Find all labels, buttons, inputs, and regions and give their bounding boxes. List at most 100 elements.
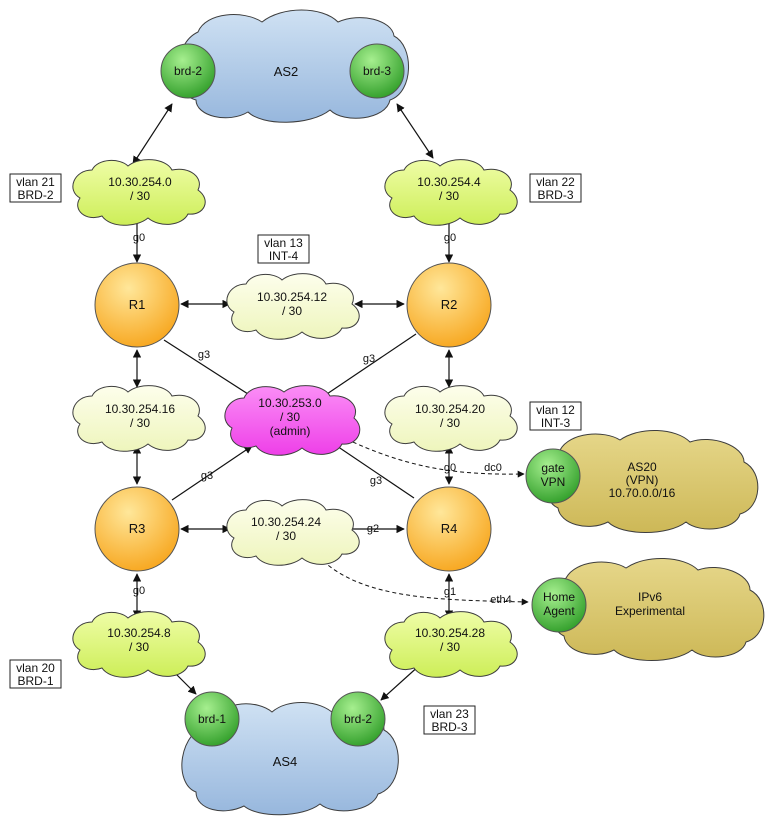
router-r4[interactable]: R4 — [406, 486, 492, 572]
interface-label-r3-g3: g3 — [201, 470, 213, 482]
vlan-box-12: vlan 12 INT-3 — [529, 401, 582, 431]
interface-label-r1-g3: g3 — [198, 349, 210, 361]
interface-label-dc0: dc0 — [484, 462, 502, 474]
vlan-name: INT-3 — [541, 416, 571, 430]
interface-label-r1-g0: g0 — [133, 232, 145, 244]
vlan-id: vlan 13 — [264, 236, 303, 250]
border-node-label: brd-3 — [363, 64, 391, 78]
interface-label-r4-g2: g2 — [367, 523, 379, 535]
vlan-box-20: vlan 20 BRD-1 — [9, 659, 62, 689]
link-brd3-top-subnet4 — [396, 103, 434, 159]
vlan-box-23: vlan 23 BRD-3 — [423, 705, 476, 735]
interface-label-r2-g0: g0 — [444, 232, 456, 244]
border-node-label: brd-2 — [174, 64, 202, 78]
vlan-id: vlan 12 — [536, 403, 575, 417]
router-r3[interactable]: R3 — [94, 486, 180, 572]
gateway-node-home-agent[interactable]: Home Agent — [531, 577, 587, 633]
subnet-label-ip: 10.30.254.8 — [107, 626, 171, 640]
as-cloud-as2-label: AS2 — [274, 64, 299, 79]
link-subnet24-home-agent — [317, 555, 529, 606]
gateway-node-line2: VPN — [541, 475, 566, 489]
subnet-label-mask: / 30 — [280, 410, 300, 424]
gateway-node-gate-vpn[interactable]: gate VPN — [525, 448, 581, 504]
vlan-id: vlan 22 — [536, 175, 575, 189]
as-cloud-as20-range: 10.70.0.0/16 — [609, 486, 676, 500]
vlan-id: vlan 21 — [16, 175, 55, 189]
router-r2[interactable]: R2 — [406, 262, 492, 348]
subnet-label-mask: / 30 — [130, 416, 150, 430]
border-node-brd-2-top[interactable]: brd-2 — [160, 43, 216, 99]
subnet-label-ip: 10.30.254.20 — [415, 402, 485, 416]
as-cloud-ipv6-sub: Experimental — [615, 604, 685, 618]
interface-label-eth4: eth4 — [490, 594, 511, 606]
link-r1-admin — [163, 339, 263, 404]
vlan-box-21: vlan 21 BRD-2 — [9, 173, 62, 203]
subnet-label-ip: 10.30.254.24 — [251, 515, 321, 529]
gateway-node-line1: Home — [543, 590, 575, 604]
subnet-label-note: (admin) — [270, 424, 311, 438]
subnet-label-ip: 10.30.253.0 — [258, 396, 322, 410]
router-label: R1 — [129, 297, 146, 312]
subnet-10-30-254-0: 10.30.254.0 / 30 — [72, 159, 206, 226]
router-label: R4 — [441, 521, 458, 536]
interface-labels: g0 g0 g3 g3 g3 g3 g0 dc0 g2 g0 g1 eth4 — [133, 232, 512, 606]
subnet-label-mask: / 30 — [130, 189, 150, 203]
subnet-label-ip: 10.30.254.16 — [105, 402, 175, 416]
vlan-name: INT-4 — [269, 249, 299, 263]
subnet-label-ip: 10.30.254.4 — [417, 175, 481, 189]
subnet-10-30-254-8: 10.30.254.8 / 30 — [72, 611, 206, 678]
interface-label-r4-g3: g3 — [370, 475, 382, 487]
subnet-label-ip: 10.30.254.28 — [415, 626, 485, 640]
link-brd2-top-subnet0 — [132, 103, 173, 165]
border-node-brd-2-bottom[interactable]: brd-2 — [330, 691, 386, 747]
link-subnet28-brd2-bottom — [380, 663, 422, 701]
link-r3-admin — [171, 445, 253, 501]
interface-label-r4-g0: g0 — [444, 462, 456, 474]
vlan-id: vlan 23 — [430, 707, 469, 721]
as-cloud-as20-name: AS20 — [627, 460, 657, 474]
subnet-10-30-254-12: 10.30.254.12 / 30 — [226, 273, 360, 340]
router-r1[interactable]: R1 — [94, 262, 180, 348]
link-r2-admin — [317, 333, 417, 401]
border-node-brd-1-bottom[interactable]: brd-1 — [184, 691, 240, 747]
vlan-name: BRD-1 — [17, 674, 53, 688]
interface-label-r4-g1: g1 — [444, 586, 456, 598]
subnet-label-mask: / 30 — [440, 416, 460, 430]
subnet-10-30-254-24: 10.30.254.24 / 30 — [226, 499, 360, 566]
vlan-name: BRD-3 — [431, 720, 467, 734]
vlan-name: BRD-3 — [537, 188, 573, 202]
subnet-10-30-254-20: 10.30.254.20 / 30 — [384, 385, 518, 452]
as-cloud-as20-type: (VPN) — [626, 473, 659, 487]
gateway-node-line1: gate — [541, 461, 565, 475]
vlan-box-22: vlan 22 BRD-3 — [529, 173, 582, 203]
subnet-label-ip: 10.30.254.0 — [108, 175, 172, 189]
subnet-admin: 10.30.253.0 / 30 (admin) — [224, 385, 361, 456]
subnet-label-mask: / 30 — [440, 640, 460, 654]
vlan-box-13: vlan 13 INT-4 — [257, 234, 310, 264]
border-node-label: brd-1 — [198, 712, 226, 726]
router-label: R3 — [129, 521, 146, 536]
link-r4-admin — [327, 439, 415, 499]
subnet-10-30-254-28: 10.30.254.28 / 30 — [384, 611, 518, 678]
as-cloud-as4-label: AS4 — [273, 754, 298, 769]
as-cloud-as20: AS20 (VPN) 10.70.0.0/16 — [544, 429, 759, 533]
as-cloud-as2: AS2 — [177, 9, 409, 123]
subnet-10-30-254-16: 10.30.254.16 / 30 — [72, 385, 206, 452]
subnet-label-mask: / 30 — [129, 640, 149, 654]
vlan-id: vlan 20 — [16, 661, 55, 675]
interface-label-r3-g0: g0 — [133, 585, 145, 597]
border-node-brd-3-top[interactable]: brd-3 — [349, 43, 405, 99]
link-admin-gate-vpn — [339, 435, 525, 478]
subnet-10-30-254-4: 10.30.254.4 / 30 — [384, 159, 518, 226]
as-cloud-ipv6: IPv6 Experimental — [550, 558, 765, 661]
router-label: R2 — [441, 297, 458, 312]
subnet-label-mask: / 30 — [439, 189, 459, 203]
interface-label-r2-g3: g3 — [363, 353, 375, 365]
links — [132, 103, 529, 701]
subnet-label-mask: / 30 — [276, 529, 296, 543]
subnet-label-ip: 10.30.254.12 — [257, 290, 327, 304]
gateway-node-line2: Agent — [543, 604, 575, 618]
border-node-label: brd-2 — [344, 712, 372, 726]
as-cloud-ipv6-name: IPv6 — [638, 590, 662, 604]
